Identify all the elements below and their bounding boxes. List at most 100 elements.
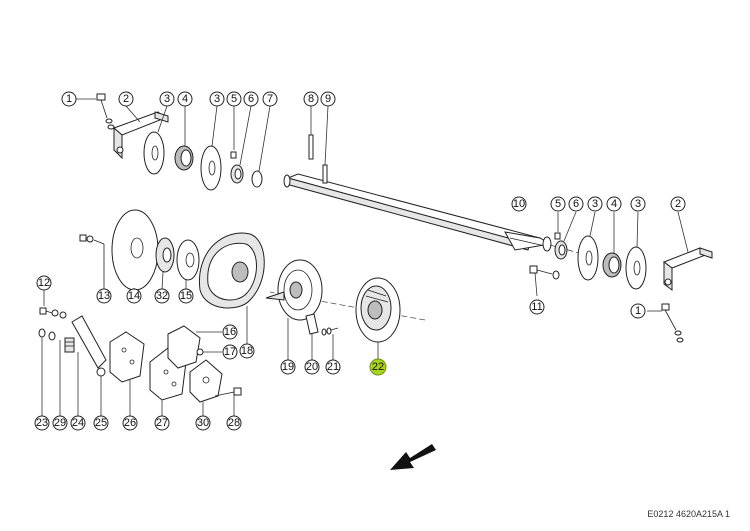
callout-20[interactable]: 20 [304,359,320,375]
svg-text:3: 3 [635,198,641,210]
bolt-21 [321,327,339,360]
bolt-28 [214,387,242,416]
svg-text:10: 10 [513,198,525,210]
plate-26 [109,331,145,416]
callout-23[interactable]: 23 [34,415,50,431]
callout-30[interactable]: 30 [195,415,211,431]
callout-10[interactable]: 10 [511,196,527,212]
callout-4-right[interactable]: 4 [606,196,622,212]
callout-2-right[interactable]: 2 [670,196,686,212]
svg-text:2: 2 [123,93,129,105]
callout-26[interactable]: 26 [122,415,138,431]
washer-29 [48,331,61,416]
svg-text:4: 4 [611,198,617,210]
spring-24 [64,337,79,416]
callout-18[interactable]: 18 [239,343,255,359]
callout-25[interactable]: 25 [93,415,109,431]
callout-3-right-a[interactable]: 3 [587,196,603,212]
callout-29[interactable]: 29 [52,415,68,431]
svg-text:6: 6 [573,198,579,210]
svg-text:20: 20 [306,361,318,373]
bearing-left [174,106,194,171]
svg-text:18: 18 [241,345,253,357]
svg-text:15: 15 [180,290,192,302]
callout-15[interactable]: 15 [178,288,194,304]
plate-16 [167,325,222,369]
callout-11[interactable]: 11 [529,299,545,315]
flange-disc-right-2 [625,211,647,290]
svg-text:26: 26 [124,417,136,429]
callout-6-top[interactable]: 6 [243,91,259,107]
flange-disc-right [577,211,599,281]
svg-text:1: 1 [66,93,72,105]
bolt-right [647,303,684,343]
set-screw-right [554,212,561,240]
nut-23 [38,328,46,416]
callout-1-top-left[interactable]: 1 [61,91,77,107]
svg-text:2: 2 [675,198,681,210]
callout-5-top[interactable]: 5 [226,91,242,107]
svg-text:17: 17 [224,346,236,358]
svg-text:13: 13 [98,290,110,302]
callout-5-right[interactable]: 5 [550,196,566,212]
svg-text:5: 5 [231,93,237,105]
flange-disc-left [143,105,168,175]
svg-text:16: 16 [224,326,236,338]
direction-arrow-icon [390,444,436,470]
callout-3-top-left-b[interactable]: 3 [209,91,225,107]
clutch-22 [355,277,401,360]
callout-24[interactable]: 24 [70,415,86,431]
bracket-right [662,211,713,291]
svg-text:25: 25 [95,417,107,429]
hub-15 [176,239,200,290]
callout-3-top-left-a[interactable]: 3 [159,91,175,107]
svg-text:19: 19 [282,361,294,373]
callout-2-top-left[interactable]: 2 [118,91,134,107]
ring-left [251,105,271,188]
callout-27[interactable]: 27 [154,415,170,431]
svg-text:14: 14 [128,290,140,302]
collar-left [230,105,252,184]
callout-22-highlighted[interactable]: 22 [369,358,387,376]
callout-13[interactable]: 13 [96,288,112,304]
callout-9-top[interactable]: 9 [320,91,336,107]
bolt-12 [39,290,67,319]
callout-8-top[interactable]: 8 [303,91,319,107]
callout-17[interactable]: 17 [222,344,238,360]
svg-text:12: 12 [38,277,50,289]
spring-plate-20 [305,313,319,360]
svg-text:22: 22 [372,361,384,373]
callout-7-top[interactable]: 7 [262,91,278,107]
cover-disc-14 [111,209,159,291]
callout-32[interactable]: 32 [154,288,170,304]
callout-4-top-left[interactable]: 4 [177,91,193,107]
svg-text:1: 1 [635,305,641,317]
callout-6-right[interactable]: 6 [568,196,584,212]
callout-12[interactable]: 12 [36,275,52,291]
top-left-bracket [113,105,169,160]
cam-pulley-18 [198,232,265,344]
svg-text:4: 4 [182,93,188,105]
svg-text:6: 6 [248,93,254,105]
callout-28[interactable]: 28 [226,415,242,431]
callout-14[interactable]: 14 [126,288,142,304]
lever-25 [71,315,107,416]
set-screw-left [230,106,237,159]
svg-text:29: 29 [54,417,66,429]
svg-text:24: 24 [72,417,84,429]
pin-17 [196,348,222,356]
callout-1-right[interactable]: 1 [630,303,646,319]
callout-19[interactable]: 19 [280,359,296,375]
plate-30 [189,359,223,416]
callout-16[interactable]: 16 [222,324,238,340]
callout-3-right-b[interactable]: 3 [630,196,646,212]
svg-text:23: 23 [36,417,48,429]
nut-bolt-11 [529,265,560,297]
svg-text:5: 5 [555,198,561,210]
collar-right [554,211,577,260]
callout-21[interactable]: 21 [325,359,341,375]
svg-text:3: 3 [592,198,598,210]
svg-text:21: 21 [327,361,339,373]
bearing-right [602,212,622,278]
